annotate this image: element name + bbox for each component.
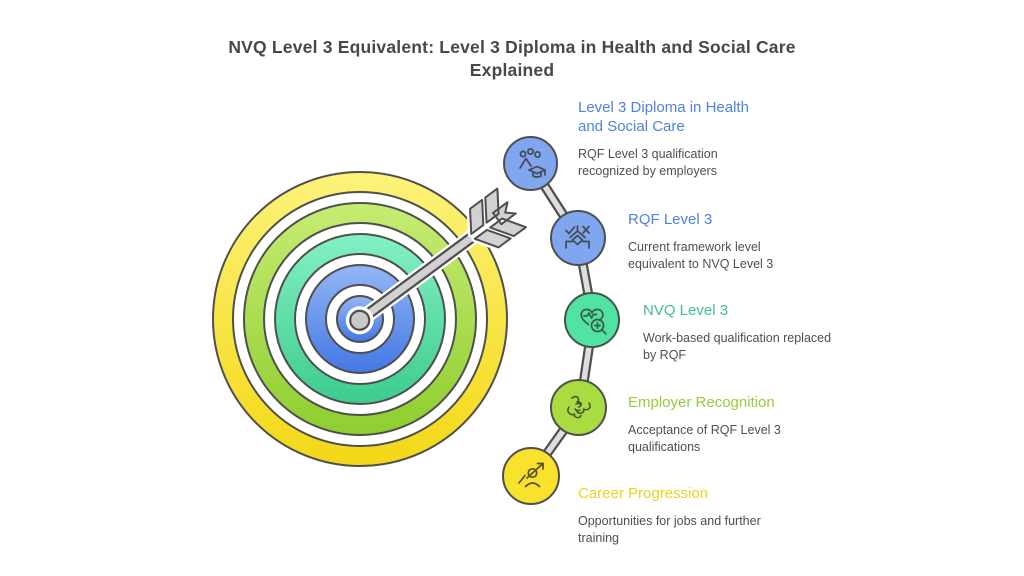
- milestone-heading: NVQ Level 3: [643, 302, 729, 319]
- milestone-text-rqf: RQF Level 3 Current framework level equi…: [628, 210, 820, 273]
- milestone-description: Acceptance of RQF Level 3 qualifications: [628, 423, 781, 454]
- milestone-description: Opportunities for jobs and further train…: [578, 514, 761, 545]
- milestone-heading: Employer Recognition: [628, 394, 775, 411]
- milestone-heading: Career Progression: [578, 485, 709, 502]
- milestone-description: RQF Level 3 qualification recognized by …: [578, 147, 718, 178]
- decision-check-x-icon: [565, 225, 590, 249]
- milestone-description: Current framework level equivalent to NV…: [628, 240, 774, 271]
- milestone-circle-employer: [550, 379, 607, 436]
- milestone-circle-rqf: [550, 210, 606, 266]
- graduates-group-icon: [518, 147, 546, 178]
- milestone-circle-diploma: [503, 136, 558, 191]
- milestone-heading: RQF Level 3: [628, 211, 713, 228]
- career-growth-person-icon: [518, 462, 544, 488]
- milestone-circle-nvq: [564, 292, 620, 348]
- milestone-heading: Level 3 Diploma in Health and Social Car…: [578, 99, 749, 135]
- milestone-circle-career: [502, 447, 560, 505]
- health-heart-search-icon: [580, 308, 607, 335]
- milestone-text-employer: Employer Recognition Acceptance of RQF L…: [628, 393, 820, 456]
- bullseye-target: [212, 171, 508, 467]
- page-title: NVQ Level 3 Equivalent: Level 3 Diploma …: [0, 36, 1024, 82]
- milestone-text-career: Career Progression Opportunities for job…: [578, 484, 770, 547]
- milestone-description: Work-based qualification replaced by RQF: [643, 331, 832, 362]
- page-title-line2: Explained: [469, 60, 555, 80]
- page-title-line1: NVQ Level 3 Equivalent: Level 3 Diploma …: [228, 37, 796, 57]
- teamwork-hands-icon: [566, 395, 591, 418]
- milestone-text-nvq: NVQ Level 3 Work-based qualification rep…: [643, 301, 835, 364]
- target-bullseye-center: [336, 295, 384, 343]
- milestone-text-diploma: Level 3 Diploma in Health and Social Car…: [578, 98, 770, 180]
